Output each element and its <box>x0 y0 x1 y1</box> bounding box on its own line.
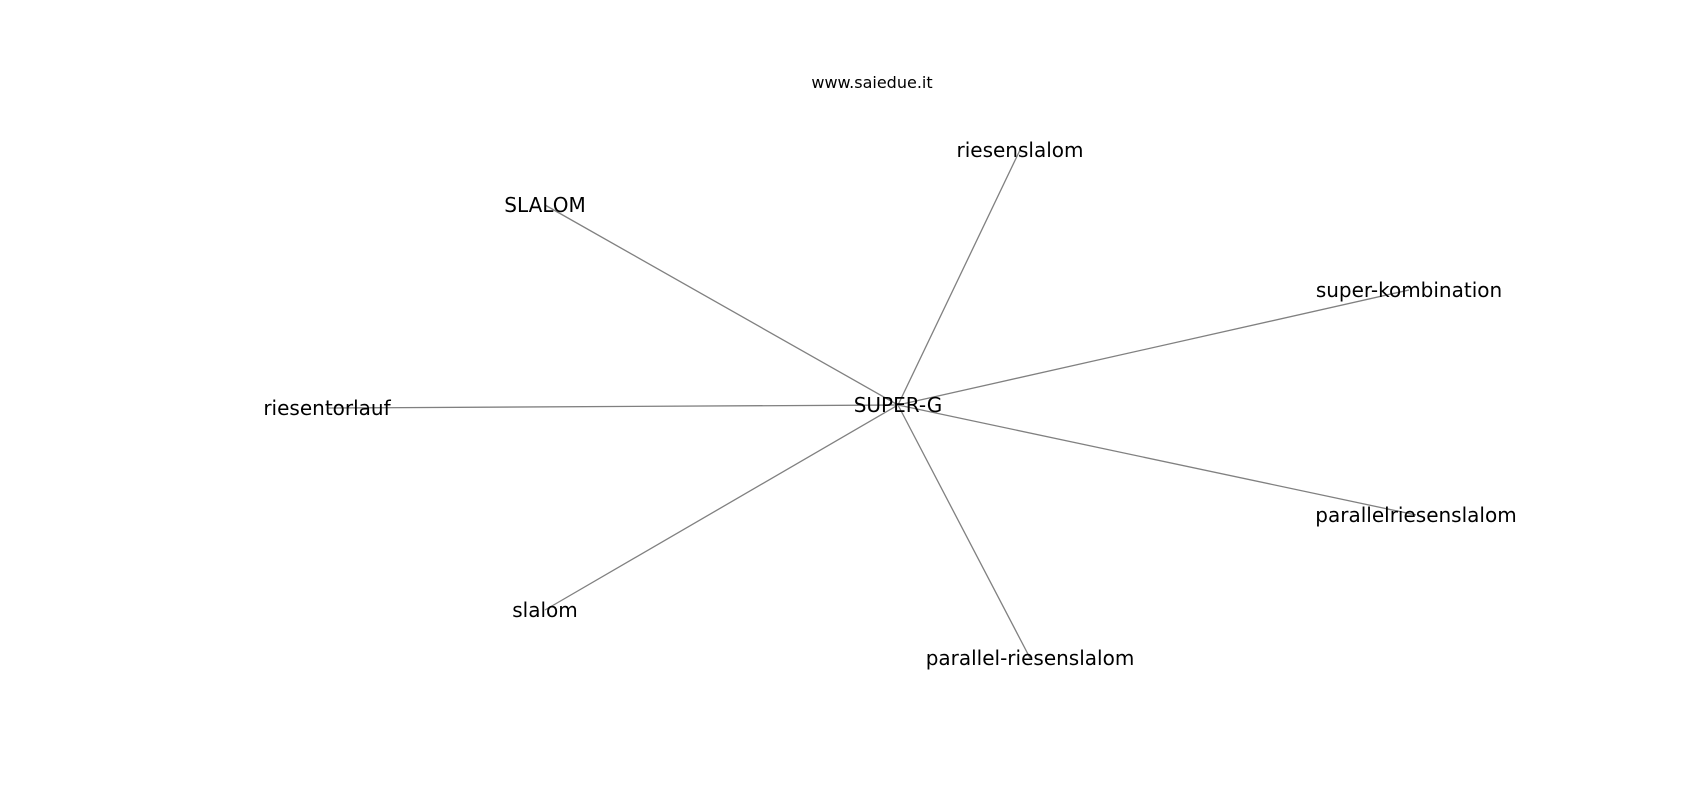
node-label-super-kombination: super-kombination <box>1316 278 1502 302</box>
node-label-riesenslalom: riesenslalom <box>957 138 1084 162</box>
edge-super-g-super-kombination <box>897 289 1410 406</box>
edge-super-g-parallel-riesenslalom <box>897 404 1031 659</box>
edges-group <box>326 149 1417 659</box>
node-label-riesentorlauf: riesentorlauf <box>263 396 391 420</box>
edge-super-g-riesenslalom <box>897 149 1021 406</box>
node-label-slalom: SLALOM <box>504 193 585 217</box>
node-label-parallelriesenslalom: parallelriesenslalom <box>1315 503 1516 527</box>
edge-super-g-slalom <box>544 404 899 611</box>
edge-super-g-slalom <box>544 204 899 406</box>
node-label-parallel-riesenslalom: parallel-riesenslalom <box>926 646 1135 670</box>
node-label-super-g: SUPER-G <box>854 393 943 417</box>
watermark-text: www.saiedue.it <box>811 73 932 92</box>
edge-super-g-riesentorlauf <box>326 404 899 409</box>
node-label-slalom: slalom <box>512 598 578 622</box>
edge-super-g-parallelriesenslalom <box>897 404 1417 516</box>
